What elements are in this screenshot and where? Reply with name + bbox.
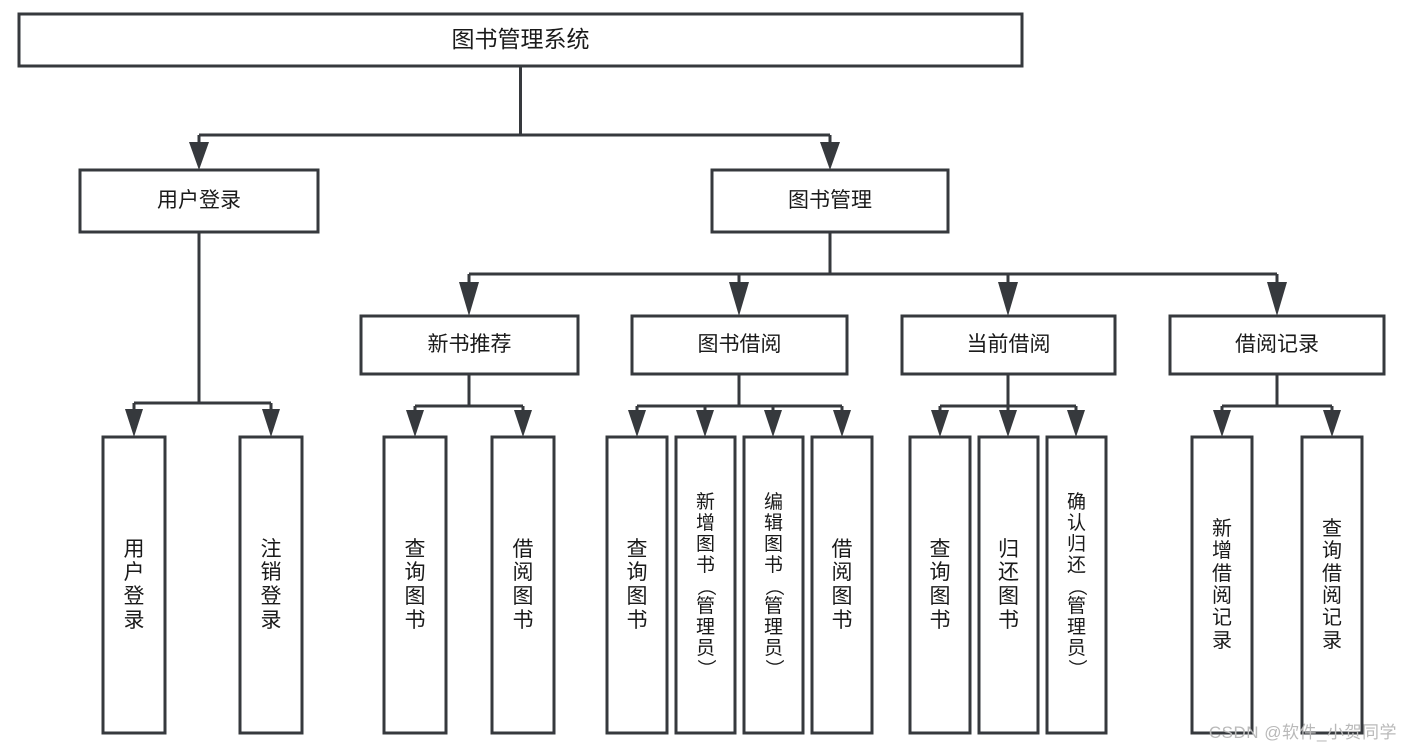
node-user-login[interactable] <box>78 168 320 234</box>
leaf-box-query-record[interactable] <box>1300 435 1364 735</box>
connectors <box>125 66 1341 437</box>
leaf-box-confirm-return[interactable] <box>1045 435 1108 735</box>
leaf-box-add-book[interactable] <box>674 435 737 735</box>
arrow-head-leaf-borrow-book-1 <box>514 410 532 437</box>
node-current-borrow[interactable] <box>900 314 1117 376</box>
node-book-manage[interactable] <box>710 168 950 234</box>
label-book-borrow: 图书借阅 <box>698 333 782 356</box>
arrow-head-book-borrow <box>729 282 749 316</box>
arrow-head-borrow-record <box>1267 282 1287 316</box>
arrow-head-new-book-rec <box>459 282 479 316</box>
arrow-head-leaf-query-book-3 <box>931 410 949 437</box>
node-root[interactable] <box>17 12 1024 68</box>
label-new-book-rec: 新书推荐 <box>428 333 512 356</box>
leaf-box-user-login[interactable] <box>101 435 167 735</box>
label-borrow-record: 借阅记录 <box>1235 333 1319 356</box>
arrow-head-book-manage <box>820 142 840 170</box>
leaf-box-add-record[interactable] <box>1190 435 1254 735</box>
leaf-box-borrow-book-1[interactable] <box>490 435 556 735</box>
arrow-head-leaf-borrow-book-2 <box>833 410 851 437</box>
arrow-head-leaf-edit-book <box>764 410 782 437</box>
node-borrow-record[interactable] <box>1168 314 1386 376</box>
label-current-borrow: 当前借阅 <box>967 333 1051 356</box>
label-book-manage: 图书管理 <box>788 189 872 212</box>
arrow-head-leaf-return-book <box>999 410 1017 437</box>
arrow-head-user-login <box>189 142 209 170</box>
arrow-head-leaf-add-record <box>1213 410 1231 437</box>
arrow-head-leaf-query-book-1 <box>406 410 424 437</box>
node-boxes <box>17 12 1386 735</box>
leaf-box-query-book-2[interactable] <box>605 435 669 735</box>
watermark: CSDN @软件_小贺同学 <box>1208 723 1397 742</box>
arrow-head-current-borrow <box>998 282 1018 316</box>
arrow-head-leaf-logout <box>262 409 280 437</box>
leaf-box-edit-book[interactable] <box>742 435 805 735</box>
leaf-box-query-book-1[interactable] <box>382 435 448 735</box>
arrow-head-leaf-confirm-return <box>1067 410 1085 437</box>
label-user-login: 用户登录 <box>157 189 241 212</box>
arrow-head-leaf-add-book <box>696 410 714 437</box>
leaf-box-logout[interactable] <box>238 435 304 735</box>
leaf-box-query-book-3[interactable] <box>908 435 972 735</box>
arrow-head-leaf-query-record <box>1323 410 1341 437</box>
node-book-borrow[interactable] <box>630 314 849 376</box>
node-labels: 图书管理系统 用户登录 图书管理 新书推荐 图书借阅 当前借阅 借阅记录 <box>157 26 1319 356</box>
label-root: 图书管理系统 <box>452 26 590 52</box>
arrow-head-leaf-query-book-2 <box>628 410 646 437</box>
leaf-box-return-book[interactable] <box>977 435 1040 735</box>
leaf-box-borrow-book-2[interactable] <box>810 435 874 735</box>
node-new-book-rec[interactable] <box>359 314 580 376</box>
arrow-head-leaf-user-login <box>125 409 143 437</box>
